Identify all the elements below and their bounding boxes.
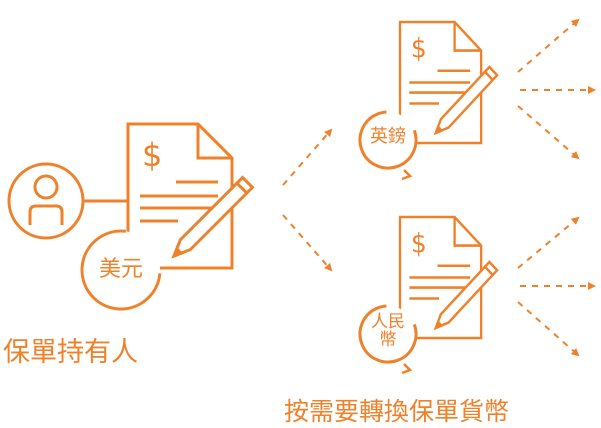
currency-circle-usd [80,229,162,311]
currency-gbp-label: 英鎊 [370,126,406,147]
currency-rmb-line1: 人民 [371,312,405,332]
dashed-arrow-icon [517,18,580,73]
dashed-arrow-icon [517,105,580,160]
currency-circle-rmb [358,304,418,375]
currency-usd-label: 美元 [98,257,143,282]
caption: 按需要轉換保單貨幣 [284,397,510,426]
dashed-arrow-icon [282,214,333,272]
currency-circle-gbp [358,110,418,181]
dollar-document-icon [398,215,499,340]
dashed-arrow-icon [517,216,580,269]
policyholder-label: 保單持有人 [3,337,138,368]
currency-rmb-label: 人民 幣 [362,312,414,350]
person-icon [7,162,128,240]
dashed-arrow-icon [282,128,333,186]
currency-rmb-line2: 幣 [379,329,397,350]
dollar-document-icon [398,20,499,145]
dashed-arrow-icon [517,301,580,357]
